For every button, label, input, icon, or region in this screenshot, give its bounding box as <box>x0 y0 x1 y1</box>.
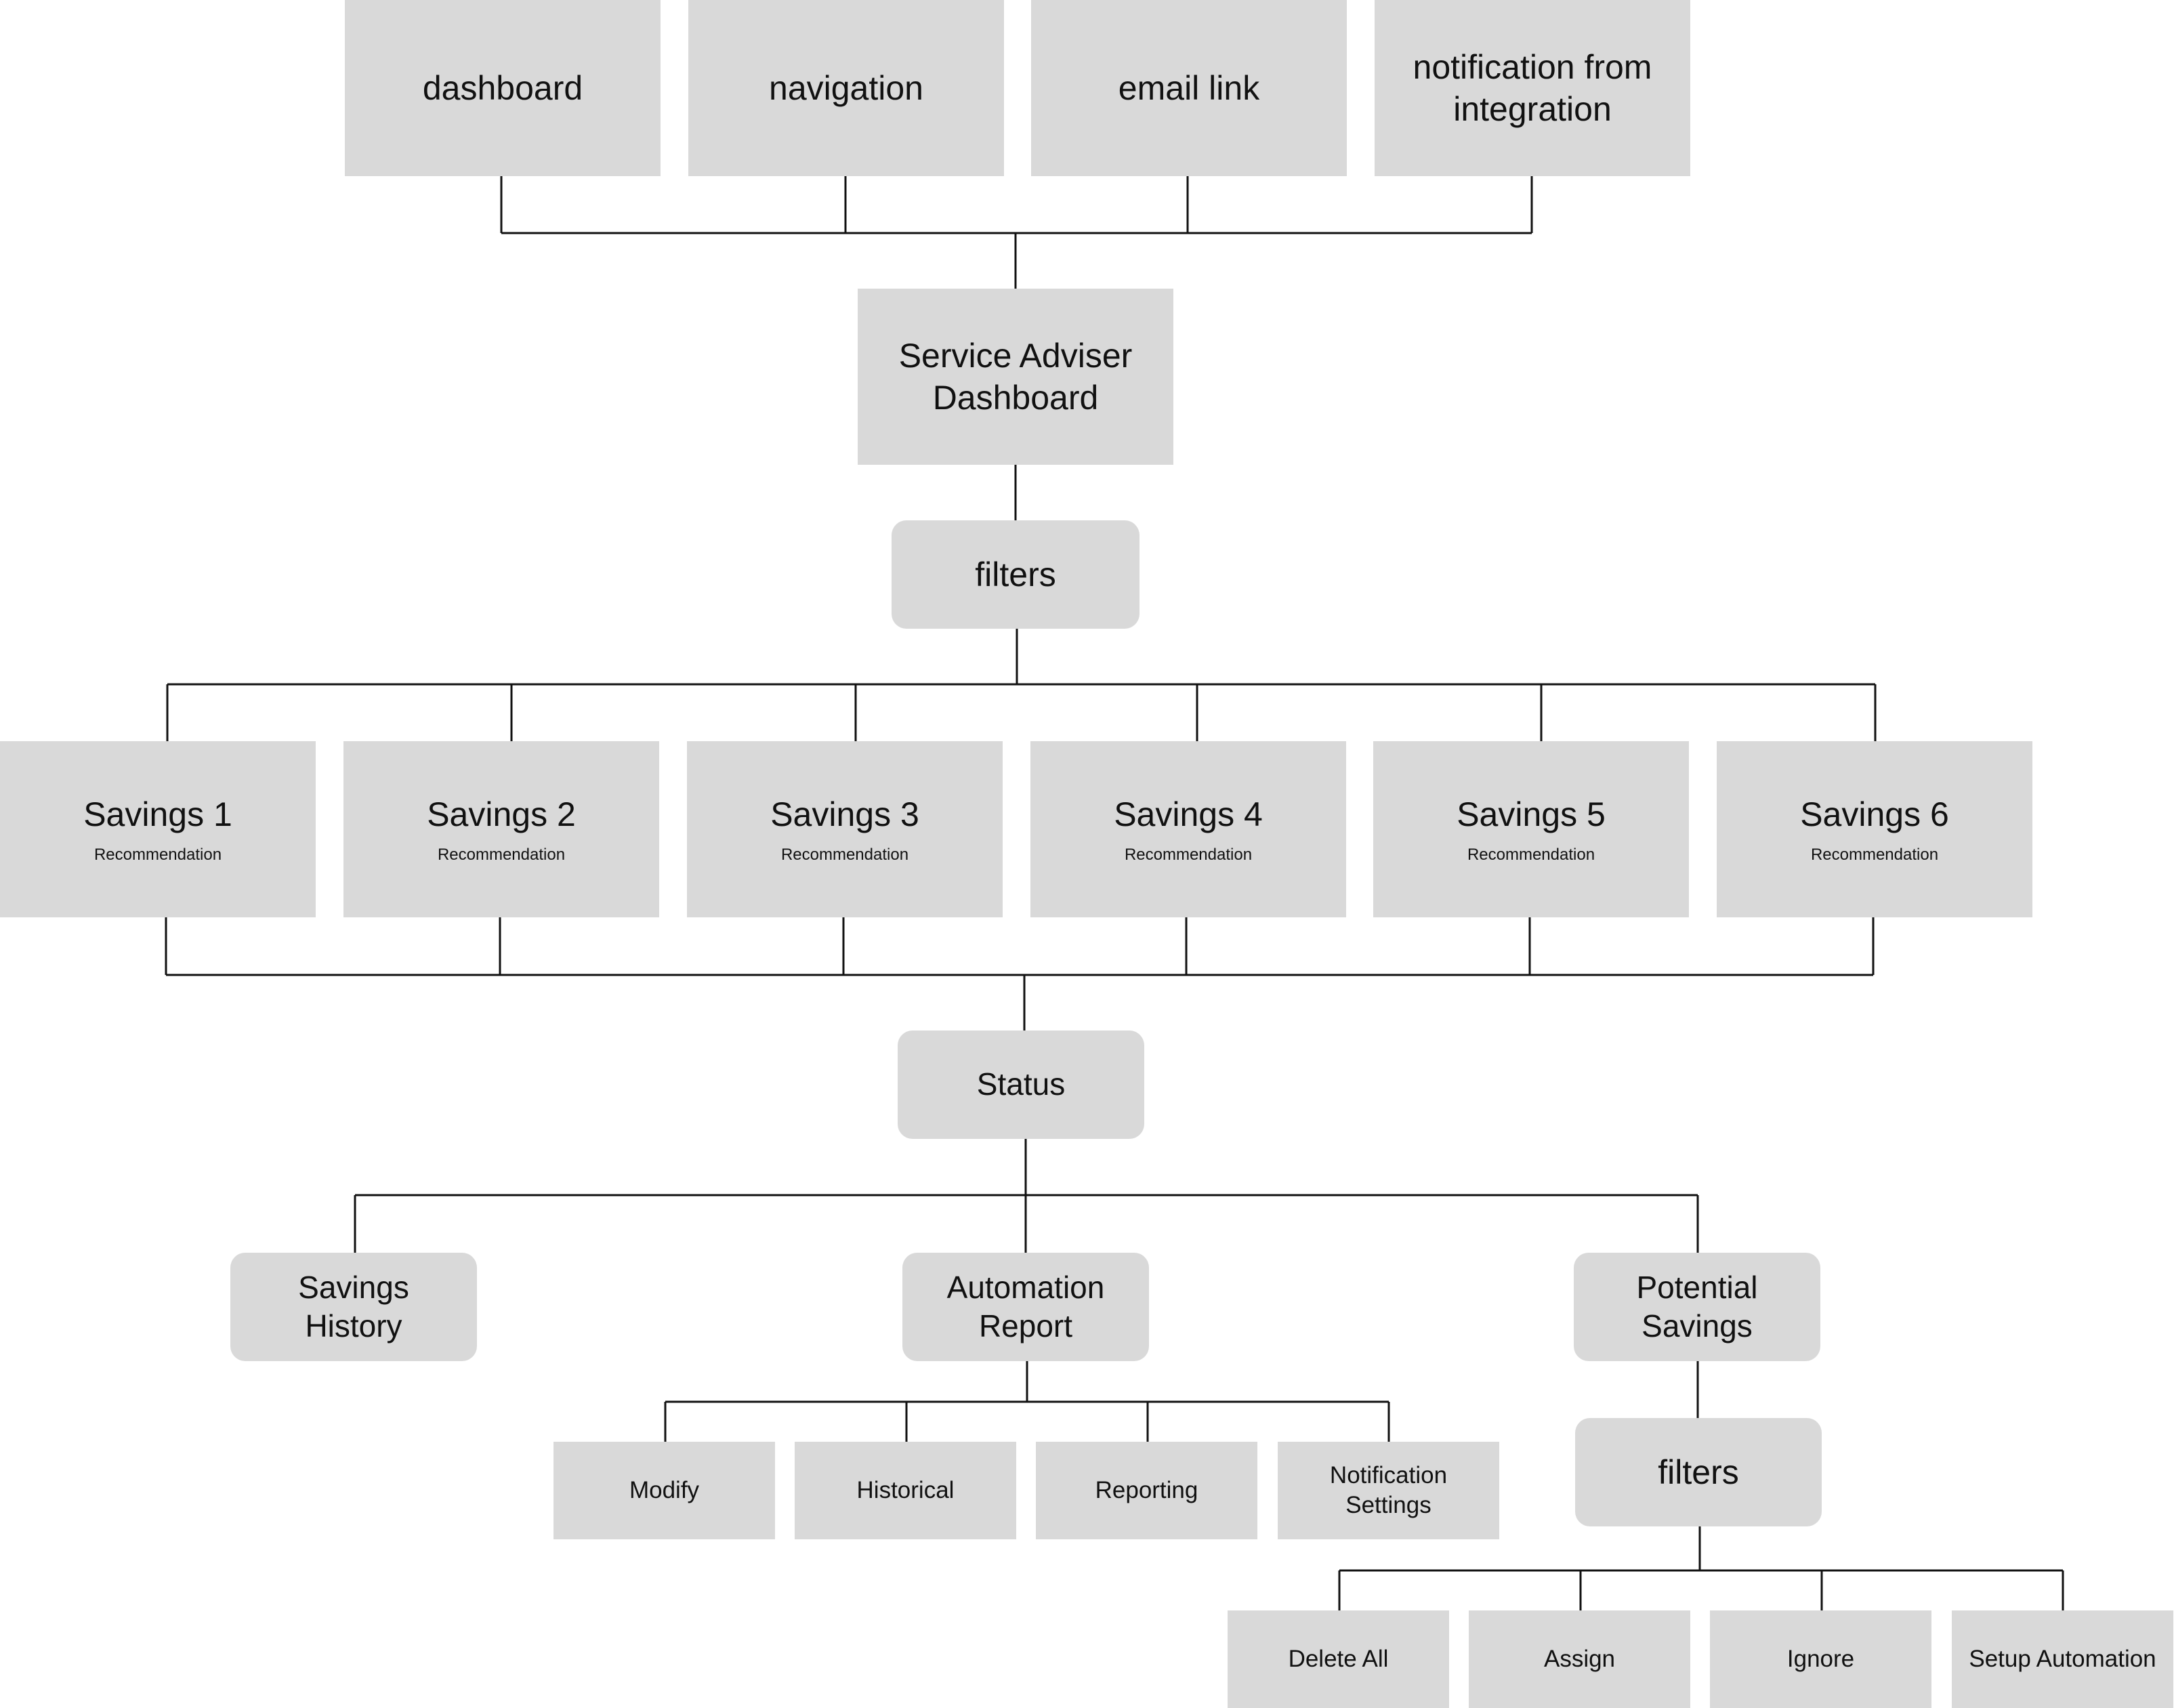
node-delete-all: Delete All <box>1228 1610 1449 1708</box>
node-automation-report-label: Automation Report <box>946 1269 1105 1344</box>
node-savings-1: Savings 1 Recommendation <box>0 741 316 917</box>
node-filters-primary-label: filters <box>975 555 1056 593</box>
node-assign: Assign <box>1469 1610 1690 1708</box>
savings-title: Savings 6 <box>1800 795 1949 833</box>
savings-subtitle: Recommendation <box>780 846 909 865</box>
node-potential-savings: Potential Savings <box>1574 1253 1820 1361</box>
node-ignore-label: Ignore <box>1786 1646 1855 1673</box>
node-savings-2: Savings 2 Recommendation <box>343 741 659 917</box>
node-notification-from-integration: notification from integration <box>1375 0 1690 176</box>
savings-subtitle: Recommendation <box>437 846 566 865</box>
node-setup-automation-label: Setup Automation <box>1969 1646 2156 1673</box>
node-service-adviser-dashboard: Service Adviser Dashboard <box>858 289 1173 465</box>
node-ignore: Ignore <box>1710 1610 1931 1708</box>
savings-subtitle: Recommendation <box>1467 846 1595 865</box>
node-navigation-label: navigation <box>769 68 923 107</box>
node-filters-secondary-label: filters <box>1658 1453 1739 1491</box>
savings-title: Savings 4 <box>1114 795 1263 833</box>
node-potential-savings-label: Potential Savings <box>1636 1269 1758 1344</box>
node-notification-settings: Notification Settings <box>1278 1442 1499 1539</box>
node-email-link-label: email link <box>1118 68 1260 107</box>
node-setup-automation: Setup Automation <box>1952 1610 2173 1708</box>
savings-subtitle: Recommendation <box>1124 846 1253 865</box>
node-automation-report: Automation Report <box>902 1253 1149 1361</box>
node-savings-3: Savings 3 Recommendation <box>687 741 1003 917</box>
node-reporting-label: Reporting <box>1095 1477 1198 1504</box>
node-modify: Modify <box>553 1442 775 1539</box>
savings-subtitle: Recommendation <box>93 846 222 865</box>
node-status-label: Status <box>976 1066 1066 1102</box>
node-email-link: email link <box>1031 0 1347 176</box>
savings-title: Savings 3 <box>770 795 919 833</box>
savings-title: Savings 5 <box>1457 795 1606 833</box>
node-savings-4: Savings 4 Recommendation <box>1030 741 1346 917</box>
node-notification-label: notification from integration <box>1413 47 1652 129</box>
node-dashboard: dashboard <box>345 0 661 176</box>
node-filters-secondary: filters <box>1575 1418 1822 1526</box>
savings-subtitle: Recommendation <box>1810 846 1939 865</box>
node-notification-settings-label: Notification Settings <box>1329 1462 1448 1518</box>
node-assign-label: Assign <box>1543 1646 1616 1673</box>
node-historical: Historical <box>795 1442 1016 1539</box>
savings-title: Savings 2 <box>427 795 576 833</box>
node-reporting: Reporting <box>1036 1442 1257 1539</box>
node-dashboard-label: dashboard <box>422 68 583 107</box>
node-status: Status <box>898 1030 1144 1139</box>
node-delete-all-label: Delete All <box>1288 1646 1389 1673</box>
node-savings-history: Savings History <box>230 1253 477 1361</box>
node-service-adviser-dashboard-label: Service Adviser Dashboard <box>898 336 1133 417</box>
node-navigation: navigation <box>688 0 1004 176</box>
node-savings-history-label: Savings History <box>298 1269 409 1344</box>
savings-title: Savings 1 <box>83 795 232 833</box>
node-historical-label: Historical <box>856 1477 955 1504</box>
node-savings-5: Savings 5 Recommendation <box>1373 741 1689 917</box>
node-savings-6: Savings 6 Recommendation <box>1717 741 2032 917</box>
node-modify-label: Modify <box>629 1477 700 1504</box>
node-filters-primary: filters <box>892 520 1140 629</box>
